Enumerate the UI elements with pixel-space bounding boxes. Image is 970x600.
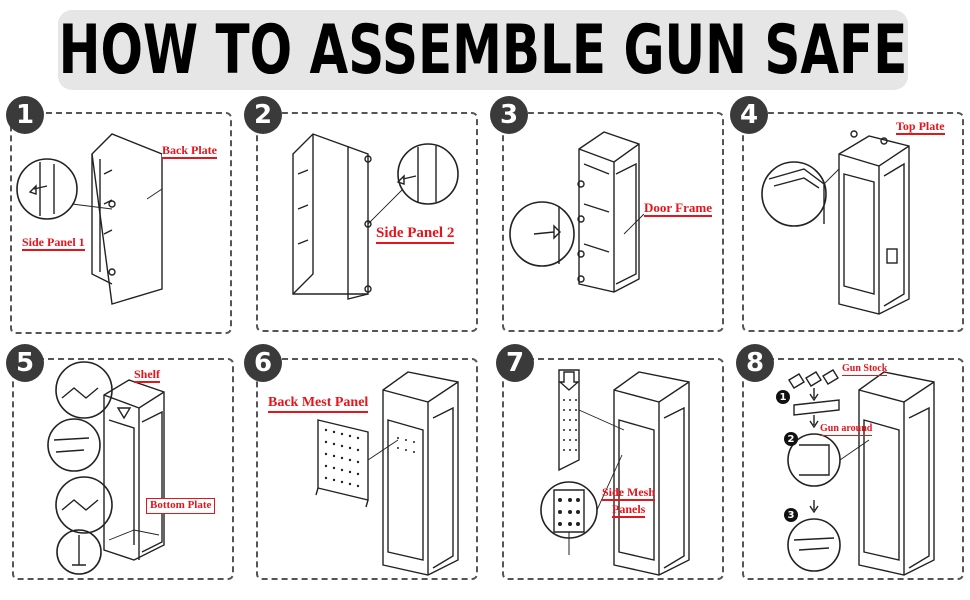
label-side-panel-2: Side Panel 2 — [376, 225, 455, 244]
step-6-illustration — [315, 371, 459, 576]
label-top-plate: Top Plate — [896, 119, 945, 135]
step-2-panel: Side Panel 2 — [256, 112, 478, 332]
step-3-illustration — [509, 131, 645, 293]
step-8-panel: Gun Stock Gun around 1 2 3 — [742, 358, 964, 580]
step-8-illustration — [787, 369, 935, 576]
step-5-badge: 5 — [6, 344, 44, 382]
step-2-illustration — [292, 133, 459, 300]
step-3-badge: 3 — [490, 96, 528, 134]
step-6-panel: Back Mest Panel — [256, 358, 478, 580]
step-4-badge: 4 — [730, 96, 768, 134]
label-back-plate: Back Plate — [162, 143, 217, 159]
label-back-mest-panel: Back Mest Panel — [268, 395, 369, 413]
step-1-badge: 1 — [6, 96, 44, 134]
sub-step-2-marker: 2 — [784, 432, 798, 446]
label-shelf: Shelf — [134, 367, 161, 383]
label-gun-stock: Gun Stock — [842, 363, 888, 376]
step-1-panel: Back Plate Side Panel 1 — [10, 112, 232, 334]
step-7-illustration — [540, 369, 690, 576]
step-6-badge: 6 — [244, 344, 282, 382]
step-5-panel: Shelf Bottom Plate — [12, 358, 234, 580]
label-gun-around: Gun around — [820, 423, 873, 436]
step-3-panel: Door Frame — [502, 112, 724, 332]
title-banner: HOW TO ASSEMBLE GUN SAFE — [58, 10, 908, 90]
label-bottom-plate: Bottom Plate — [146, 498, 216, 514]
step-5-illustration — [47, 361, 165, 575]
label-side-panel-1: Side Panel 1 — [22, 235, 85, 251]
page-title: HOW TO ASSEMBLE GUN SAFE — [58, 10, 908, 90]
step-4-panel: Top Plate — [742, 112, 964, 332]
sub-step-3-marker: 3 — [784, 508, 798, 522]
step-8-badge: 8 — [736, 344, 774, 382]
step-4-illustration — [761, 130, 910, 315]
step-7-badge: 7 — [496, 344, 534, 382]
step-1-illustration — [16, 133, 163, 305]
label-door-frame: Door Frame — [644, 200, 712, 217]
sub-step-1-marker: 1 — [776, 390, 790, 404]
step-2-badge: 2 — [244, 96, 282, 134]
label-side-mesh: Side Mesh — [602, 485, 656, 501]
step-7-panel: Side Mesh Panels — [502, 358, 724, 580]
label-panels: Panels — [612, 502, 646, 518]
